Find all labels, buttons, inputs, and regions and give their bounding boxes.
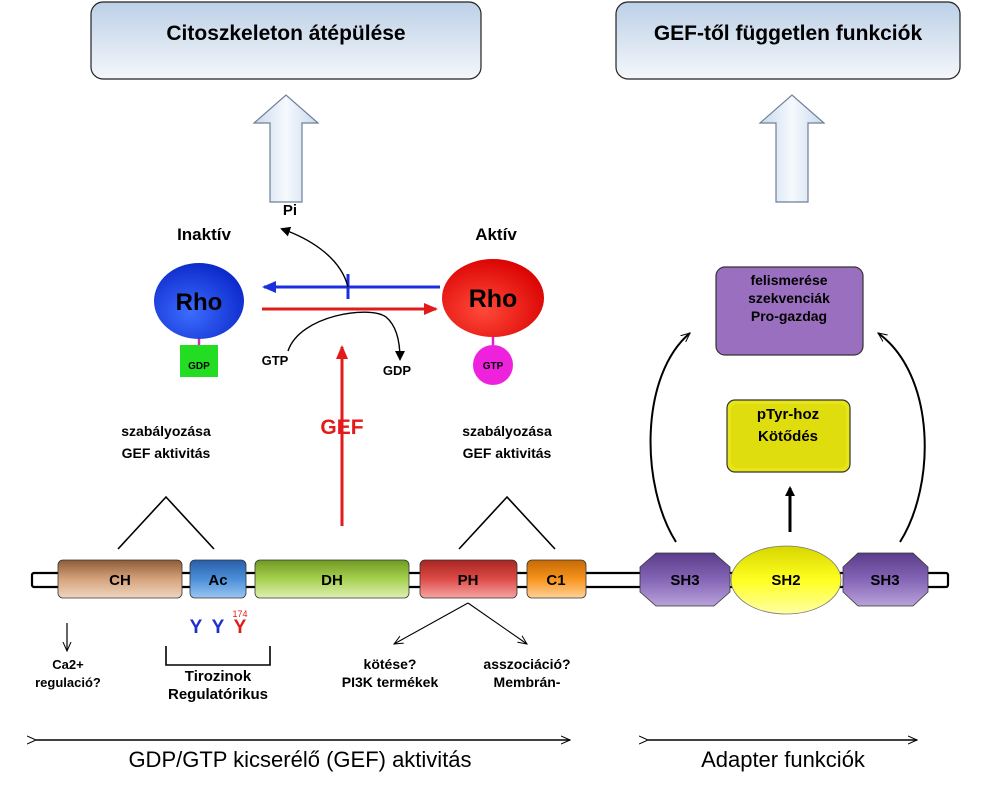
ac-domain: Ac [189, 559, 247, 599]
gef-independent-box-label: GEF-től független funkciók [654, 22, 923, 45]
cytoskeleton-box-label: Citoszkeleton átépülése [166, 22, 405, 45]
tyrosines-line2: Tirozinok [185, 668, 252, 685]
inactive-rho-label: Rho [176, 289, 223, 316]
sh3-left-label: SH3 [670, 572, 699, 589]
sh2-domain: SH2 [730, 545, 842, 615]
sh3-right-domain: SH3 [842, 552, 929, 607]
ptyr-binding-line1: Kötődés [758, 428, 818, 445]
membrane-line2: asszociáció? [483, 656, 570, 672]
c1-label: C1 [546, 572, 565, 589]
ph-domain: PH [419, 559, 518, 599]
gef-label: GEF [320, 416, 363, 439]
ph-label: PH [458, 572, 479, 589]
gtp-tag [473, 345, 513, 385]
dh-label: DH [321, 572, 343, 589]
gdp-out-label: GDP [383, 363, 412, 378]
pi3k-line2: kötése? [364, 656, 417, 672]
gef-activity-label: GDP/GTP kicserélő (GEF) aktivitás [128, 747, 471, 772]
right-up-arrow [758, 94, 826, 203]
proline-line1: Pro-gazdag [751, 308, 827, 324]
pi-label: Pi [283, 202, 297, 219]
proline-line2: szekvenciák [748, 290, 830, 306]
domain-bar: CH Ac DH PH C1 SH3 [30, 545, 950, 615]
proline-line3: felismerése [750, 272, 827, 288]
ptyr-binding-box: Kötődés pTyr-hoz [726, 399, 851, 473]
membrane-line1: Membrán- [494, 674, 561, 690]
calcium-line2: regulació? [35, 675, 101, 690]
c1-domain: C1 [526, 559, 587, 599]
gef-reg-left-line1: GEF aktivitás [122, 445, 211, 461]
inactive-rho-ball [154, 263, 244, 339]
dh-domain: DH [254, 559, 410, 599]
ac-label: Ac [208, 572, 227, 589]
gef-independent-box: GEF-től független funkciók [615, 1, 961, 80]
tyrosine-174: Y [234, 617, 247, 638]
gef-reg-right-line1: GEF aktivitás [463, 445, 552, 461]
gdp-tag-label: GDP [188, 361, 210, 372]
gtp-tag-label: GTP [483, 361, 504, 372]
ptyr-binding-line2: pTyr-hoz [757, 406, 819, 423]
gef-reg-left-line2: szabályozása [121, 423, 211, 439]
pi3k-line1: PI3K termékek [342, 674, 439, 690]
tyrosines-line1: Regulatórikus [168, 686, 268, 703]
active-rho-ball [442, 259, 544, 337]
left-up-arrow [252, 94, 320, 203]
tyrosine-2: Y [212, 617, 225, 638]
proline-recognition-box: Pro-gazdag szekvenciák felismerése [715, 266, 864, 356]
gdp-tag [180, 345, 218, 377]
tyrosine-174-number: 174 [232, 609, 247, 619]
regulatory-tyrosines: Y Y Y 174 Regulatórikus Tirozinok [165, 609, 271, 703]
sh3-left-domain: SH3 [639, 552, 731, 607]
calcium-line1: Ca2+ [52, 657, 84, 672]
active-label: Aktív [475, 225, 517, 244]
ch-label: CH [109, 572, 131, 589]
gtp-in-label: GTP [262, 353, 289, 368]
inactive-label: Inaktív [177, 225, 231, 244]
gef-reg-right-line2: szabályozása [462, 423, 552, 439]
tyrosine-1: Y [190, 617, 203, 638]
sh2-label: SH2 [771, 572, 800, 589]
adapter-label: Adapter funkciók [701, 747, 866, 772]
sh3-right-label: SH3 [870, 572, 899, 589]
ch-domain: CH [57, 559, 183, 599]
active-rho-label: Rho [469, 285, 518, 313]
cytoskeleton-box: Citoszkeleton átépülése [90, 1, 482, 80]
